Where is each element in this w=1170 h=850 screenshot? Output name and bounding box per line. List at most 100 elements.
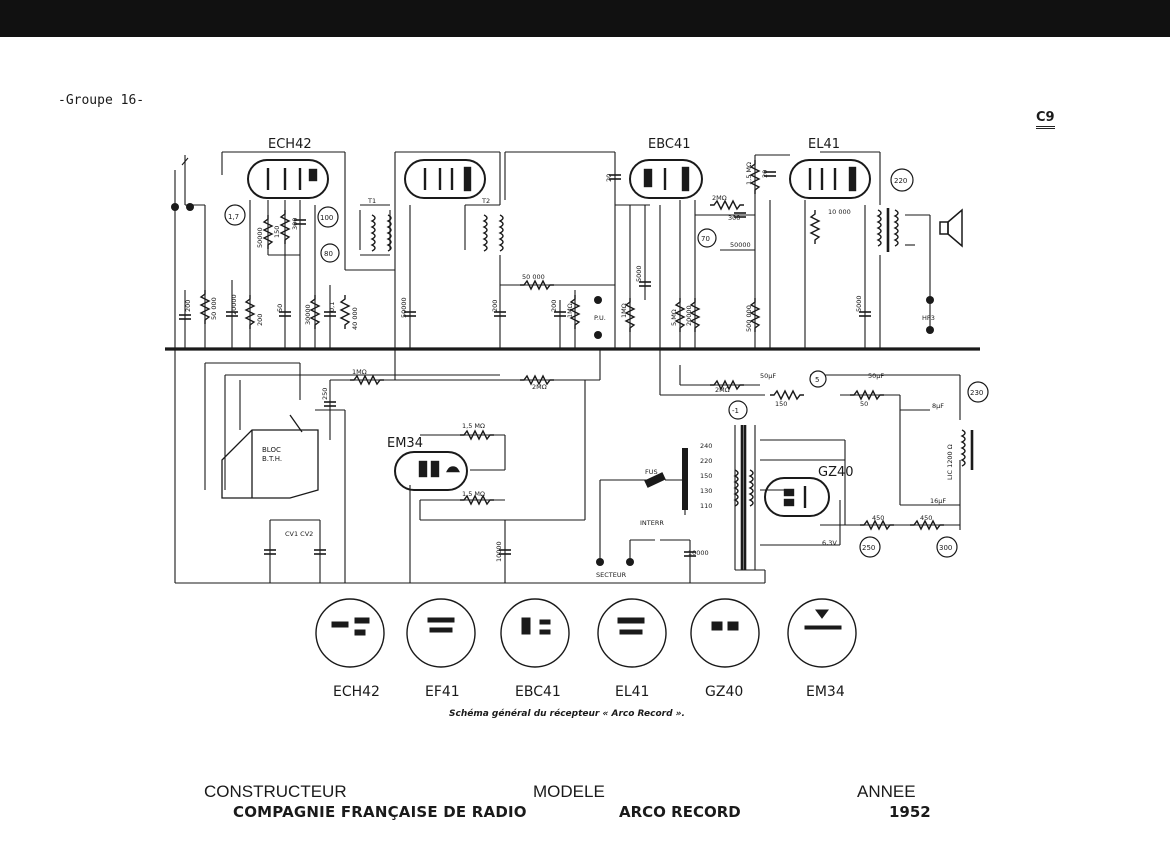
label-40000: 40 000 xyxy=(351,307,359,330)
annee-label: ANNEE xyxy=(857,782,916,801)
label-1-5mo: 1,5 MΩ xyxy=(745,162,753,185)
label-20000: 20000 xyxy=(230,294,238,315)
label-50000-c: 50000 xyxy=(400,297,408,318)
label-choke: LIC 1200 Ω xyxy=(946,444,954,480)
label-10000: 10 000 xyxy=(828,208,851,216)
label-20-b: 20 xyxy=(761,170,769,178)
label-10000-a: 10000 xyxy=(495,541,503,562)
label-5mo: 5 MΩ xyxy=(670,309,678,326)
tp-80: 80 xyxy=(324,250,333,258)
tube-label-gz40: GZ40 xyxy=(818,465,854,480)
modele-value: ARCO RECORD xyxy=(619,803,741,821)
label-1mo-b: 1MΩ xyxy=(620,303,628,318)
label-secteur: SECTEUR xyxy=(596,571,627,579)
socket-label-ebc41: EBC41 xyxy=(515,684,561,700)
tp-100: 100 xyxy=(320,214,333,222)
label-200-a: 200 xyxy=(184,300,192,312)
label-500000: 500 000 xyxy=(745,305,753,332)
modele-label: MODELE xyxy=(533,782,605,801)
label-cv: CV1 CV2 xyxy=(285,530,313,538)
annee-value: 1952 xyxy=(889,803,931,821)
tp-230: 230 xyxy=(970,389,983,397)
tube-socket-diagrams xyxy=(315,598,857,668)
tp-220: 220 xyxy=(894,177,907,185)
label-200-c: 200 xyxy=(491,300,499,312)
constructeur-value: COMPAGNIE FRANÇAISE DE RADIO xyxy=(233,803,527,821)
constructeur-label: CONSTRUCTEUR xyxy=(204,782,347,801)
label-450-b: 450 xyxy=(920,514,932,522)
label-tap-150: 150 xyxy=(700,472,712,480)
label-bus-1mo: 1MΩ xyxy=(352,368,367,376)
label-pu: P.U. xyxy=(594,314,606,322)
transformer-cores xyxy=(740,208,974,570)
tp-5: 5 xyxy=(815,376,819,384)
label-heater: 6,3V xyxy=(822,539,837,547)
minus-1-label: -1 xyxy=(732,407,739,415)
terminals xyxy=(171,203,934,566)
label-16uf: 16µF xyxy=(930,497,946,505)
label-2mo-a: 2MΩ xyxy=(712,194,727,202)
label-8uf: 8µF xyxy=(932,402,944,410)
label-fus: FUS xyxy=(645,468,658,476)
fuse-icon xyxy=(644,472,666,488)
label-5000: 5000 xyxy=(635,265,643,282)
tube-label-em34: EM34 xyxy=(387,436,423,451)
tube-label-el41: EL41 xyxy=(808,137,840,152)
label-20: 20 xyxy=(605,174,613,182)
label-tap-130: 130 xyxy=(700,487,712,495)
label-interr: INTERR xyxy=(640,519,664,527)
label-50-b: 50 xyxy=(860,400,868,408)
label-150: 150 xyxy=(273,226,281,238)
label-t1: T1 xyxy=(367,197,376,205)
label-50000-b: 50000 xyxy=(256,227,264,248)
label-1mo-a: 1MΩ xyxy=(566,303,574,318)
label-tap-110: 110 xyxy=(700,502,712,510)
socket-label-ef41: EF41 xyxy=(425,684,460,700)
label-200-b: 200 xyxy=(256,314,264,326)
label-300: 300 xyxy=(291,218,299,230)
label-50000-d: 50 000 xyxy=(522,273,545,281)
label-tap-240: 240 xyxy=(700,442,712,450)
tp-1-7: 1,7 xyxy=(228,213,239,221)
socket-label-em34: EM34 xyxy=(806,684,845,700)
label-0-1: 0,1 xyxy=(328,302,336,312)
label-bus-2mo-b: 2MΩ xyxy=(715,386,730,394)
socket-label-el41: EL41 xyxy=(615,684,650,700)
label-t2: T2 xyxy=(481,197,490,205)
socket-label-gz40: GZ40 xyxy=(705,684,744,700)
tp-70: 70 xyxy=(701,235,710,243)
label-30000: 30000 xyxy=(304,304,312,325)
label-250: 250 xyxy=(321,388,329,400)
label-50: 50 xyxy=(276,304,284,312)
label-bus-2mo: 2MΩ xyxy=(532,383,547,391)
label-50uf-a: 50µF xyxy=(760,372,776,380)
tube-electrodes xyxy=(266,166,857,508)
label-5000-b: 5000 xyxy=(855,295,863,312)
tube-envelopes xyxy=(247,159,871,517)
selector-bar xyxy=(682,448,688,510)
label-200-d: 200 xyxy=(550,300,558,312)
tp-250: 250 xyxy=(862,544,875,552)
bloc-bth-outline xyxy=(221,414,319,499)
schematic-wiring xyxy=(165,151,980,584)
label-50uf-b: 50µF xyxy=(868,372,884,380)
test-point-circles xyxy=(224,168,989,558)
tube-socket-pins xyxy=(331,609,842,636)
label-50000-a: 50 000 xyxy=(210,297,218,320)
label-450-a: 450 xyxy=(872,514,884,522)
tp-300: 300 xyxy=(939,544,952,552)
label-10000-b: 10000 xyxy=(688,549,709,557)
label-50000-e: 50000 xyxy=(730,241,751,249)
group-label: -Groupe 16- xyxy=(58,93,145,108)
diagram-caption: Schéma général du récepteur « Arco Recor… xyxy=(449,709,685,719)
loudspeaker-icon xyxy=(939,208,963,248)
label-1-5mo-a: 1,5 MΩ xyxy=(462,422,485,430)
sheet-code: C9 xyxy=(1036,110,1055,129)
tube-label-ebc41: EBC41 xyxy=(648,137,691,152)
label-1-5mo-b: 1,5 MΩ xyxy=(462,490,485,498)
tube-label-ech42: ECH42 xyxy=(268,137,312,152)
socket-label-ech42: ECH42 xyxy=(333,684,380,700)
label-300-b: 300 xyxy=(728,214,740,222)
